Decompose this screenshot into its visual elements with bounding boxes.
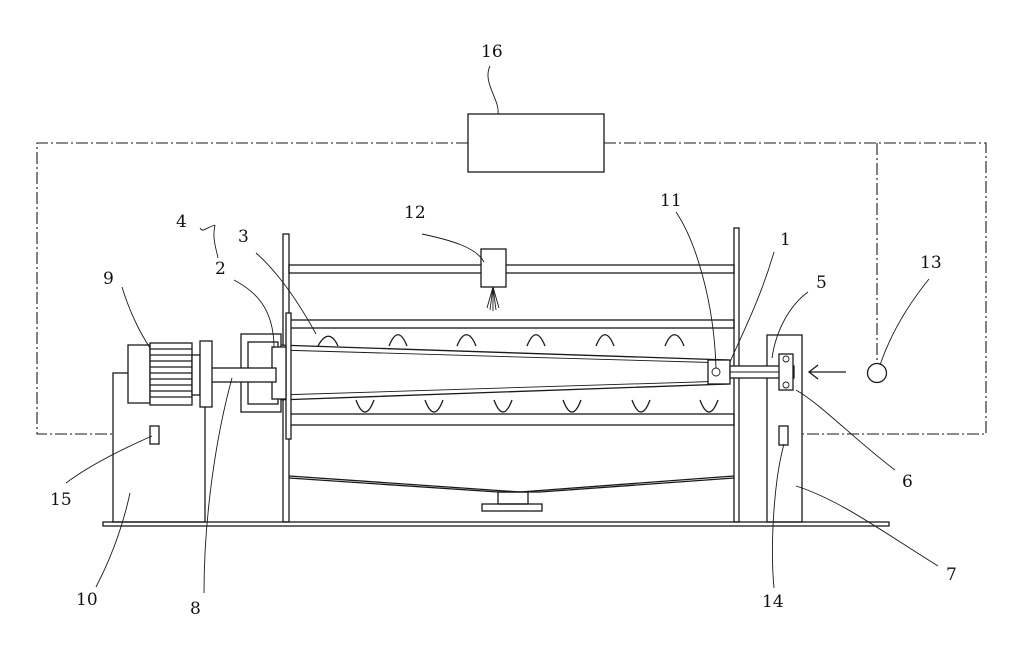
label-2: 2 — [215, 259, 226, 279]
label-4: 4 — [176, 212, 187, 232]
drum-bottom-rail — [288, 413, 735, 426]
conical-drum — [277, 344, 729, 401]
bearing-housing — [778, 353, 794, 391]
signal-line-left — [36, 142, 468, 435]
motor-body — [149, 342, 193, 406]
label-1: 1 — [780, 230, 791, 250]
label-15: 15 — [50, 490, 72, 510]
sensor-15 — [149, 425, 160, 445]
drum-end-cap — [707, 359, 731, 385]
label-5: 5 — [816, 273, 827, 293]
drum-flange — [285, 312, 292, 440]
motor-end-cap — [127, 344, 151, 404]
label-10: 10 — [76, 590, 98, 610]
base-plate — [102, 521, 890, 527]
drum-inner-top — [277, 349, 729, 364]
frame-top-rail — [288, 264, 735, 274]
label-3: 3 — [238, 227, 249, 247]
signal-line-right — [604, 142, 987, 435]
spray-jets — [486, 286, 500, 311]
label-12: 12 — [404, 203, 426, 223]
bearing-pedestal — [766, 334, 803, 523]
label-6: 6 — [902, 472, 913, 492]
drive-shaft — [209, 367, 277, 383]
label-7: 7 — [946, 565, 957, 585]
controller-box — [467, 113, 605, 173]
hopper-upper — [288, 475, 735, 493]
hopper-outlet-flange — [481, 503, 543, 512]
label-13: 13 — [920, 253, 942, 273]
drum-top-rail — [288, 319, 735, 329]
bearing-balls — [782, 355, 790, 389]
feed-arrow-head — [807, 364, 819, 380]
drum-inner-bottom — [277, 380, 729, 396]
label-11: 11 — [660, 191, 682, 211]
motor-flange — [199, 340, 213, 408]
sensor-circle — [866, 362, 888, 384]
label-9: 9 — [103, 269, 114, 289]
label-14: 14 — [762, 592, 784, 612]
screw-flights — [317, 334, 719, 413]
motor-fins — [150, 348, 192, 398]
motor-neck — [191, 354, 201, 396]
label-16: 16 — [481, 42, 503, 62]
label-8: 8 — [190, 599, 201, 619]
sensor-14 — [778, 425, 789, 446]
leader-lines — [65, 65, 939, 594]
spray-nozzle — [480, 248, 507, 288]
hopper-outlet-neck — [497, 491, 529, 505]
